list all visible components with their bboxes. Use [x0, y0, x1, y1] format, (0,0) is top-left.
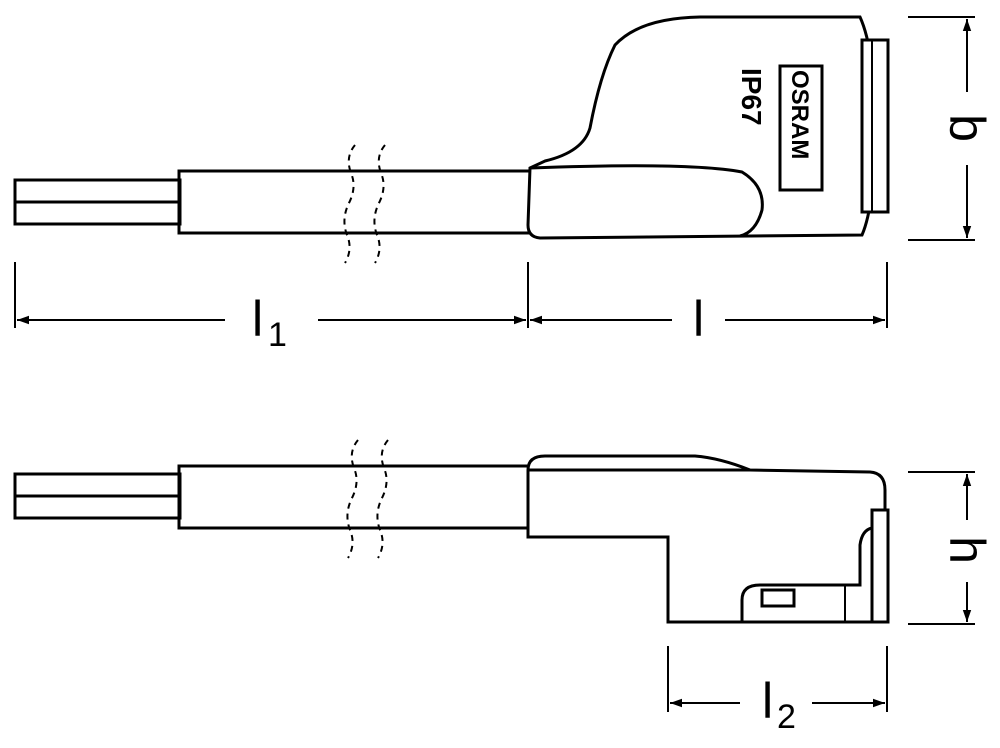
dimension-l1-letter: l [252, 291, 263, 347]
wire-ends-top [13, 178, 182, 226]
dimension-l1-subscript: 1 [268, 316, 287, 354]
ip-rating-label: IP67 [736, 68, 767, 126]
cable-top [177, 144, 532, 264]
dimension-l-letter: l [693, 291, 704, 347]
connector-body-top [526, 15, 890, 240]
brand-logo-text: OSRAM [786, 70, 813, 159]
dimension-l2-letter: l [762, 673, 773, 729]
dimension-h-letter: h [939, 536, 995, 564]
dimension-b [908, 16, 975, 241]
connector-body-side [526, 454, 890, 624]
cable-side [177, 439, 532, 559]
top-view [13, 15, 890, 264]
dimension-b-letter: b [939, 114, 995, 142]
dimension-l2-subscript: 2 [777, 698, 796, 736]
side-view [13, 439, 890, 624]
dimension-l2 [667, 646, 888, 712]
dimension-h [908, 471, 975, 625]
wire-ends-side [13, 472, 182, 520]
dimension-l [530, 262, 888, 328]
dimension-l1 [14, 262, 529, 328]
